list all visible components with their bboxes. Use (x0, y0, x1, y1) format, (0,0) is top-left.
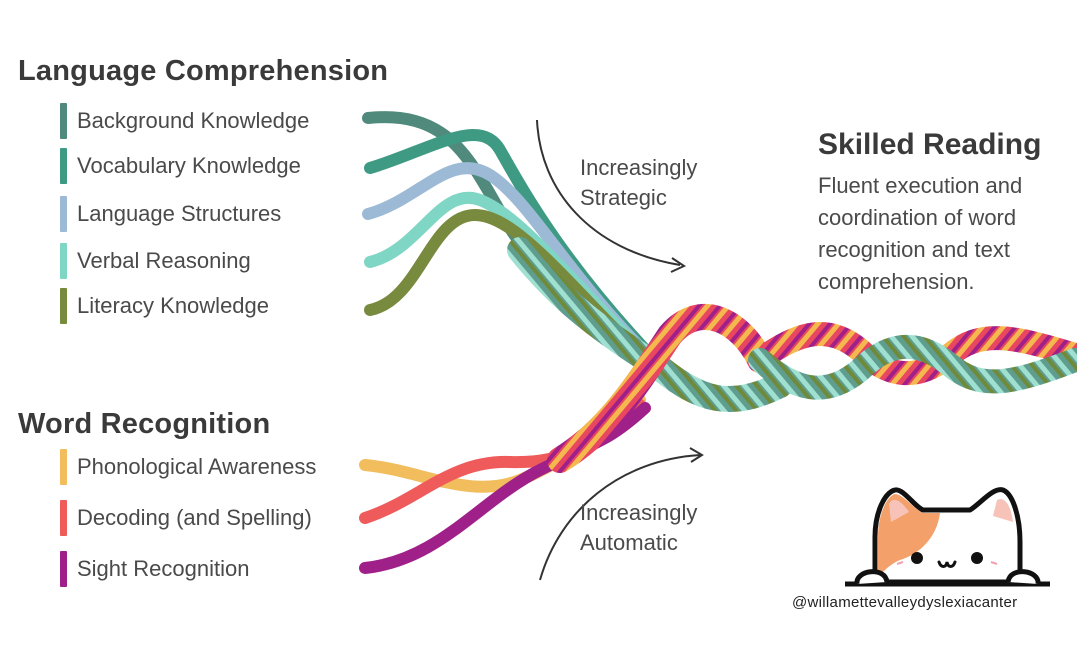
color-bar (60, 148, 67, 184)
automatic-line1: Increasingly (580, 498, 697, 528)
strand-label: Language Structures (77, 201, 281, 227)
strand-label: Vocabulary Knowledge (77, 153, 301, 179)
skilled-reading-description: Fluent execution and coordination of wor… (818, 170, 1068, 298)
skilled-reading-title: Skilled Reading (818, 128, 1041, 162)
word-recognition-title: Word Recognition (18, 408, 270, 441)
lc-item-background-knowledge: Background Knowledge (60, 101, 309, 141)
lc-item-literacy-knowledge: Literacy Knowledge (60, 286, 269, 326)
lc-item-vocabulary-knowledge: Vocabulary Knowledge (60, 146, 301, 186)
color-bar (60, 243, 67, 279)
strand-label: Decoding (and Spelling) (77, 505, 312, 531)
color-bar (60, 551, 67, 587)
strategic-label: Increasingly Strategic (580, 153, 697, 213)
strand-label: Literacy Knowledge (77, 293, 269, 319)
color-bar (60, 196, 67, 232)
automatic-line2: Automatic (580, 528, 697, 558)
strand-label: Sight Recognition (77, 556, 249, 582)
automatic-label: Increasingly Automatic (580, 498, 697, 558)
skilled-reading-rope (760, 334, 1075, 388)
strategic-line2: Strategic (580, 183, 697, 213)
color-bar (60, 500, 67, 536)
strategic-line1: Increasingly (580, 153, 697, 183)
lc-item-verbal-reasoning: Verbal Reasoning (60, 241, 251, 281)
lc-item-language-structures: Language Structures (60, 194, 281, 234)
wr-item-phonological-awareness: Phonological Awareness (60, 447, 316, 487)
color-bar (60, 288, 67, 324)
wr-item-sight-recognition: Sight Recognition (60, 549, 249, 589)
cat-mascot-icon (845, 482, 1050, 592)
strand-label: Background Knowledge (77, 108, 309, 134)
color-bar (60, 103, 67, 139)
wr-item-decoding: Decoding (and Spelling) (60, 498, 312, 538)
language-comprehension-title: Language Comprehension (18, 55, 388, 88)
color-bar (60, 449, 67, 485)
strand-label: Phonological Awareness (77, 454, 316, 480)
watermark-handle: @willamettevalleydyslexiacanter (792, 594, 1017, 611)
strand-label: Verbal Reasoning (77, 248, 251, 274)
